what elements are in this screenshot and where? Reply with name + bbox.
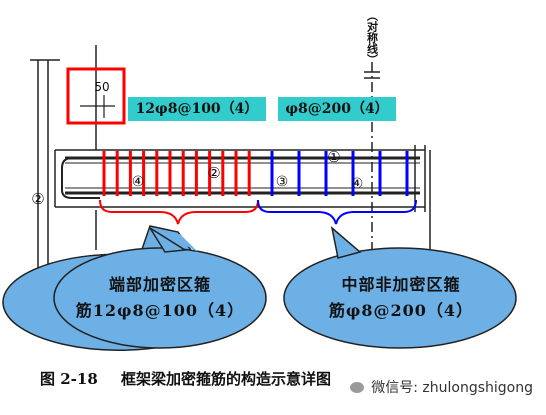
callout-text-mid: 中部非加密区箍 筋φ8@200（4） [296,272,506,324]
tag-dense-spacing: 12φ8@100（4） [128,97,266,121]
watermark-text: 微信号: zhulongshigong [371,380,533,396]
callout-end-line1: 端部加密区箍 [108,275,211,294]
callout-ellipse-end [53,247,267,349]
callout-ellipse-mid [283,247,517,349]
marker-2-mid: ② [207,164,220,182]
callout-pointer-end [149,227,188,253]
callout-pointer-mid [330,226,362,259]
dense-stirrups [102,151,251,196]
marker-4-left: ④ [132,174,145,190]
sparse-stirrups [270,151,409,196]
dimension-mark [80,95,115,118]
marker-1: ① [327,148,340,166]
callout-end-line2: 筋12φ8@100（4） [75,301,245,320]
figure-title: 框架梁加密箍筋的构造示意详图 [121,370,332,388]
beam-body [54,145,426,212]
brace-sparse [257,199,417,225]
symmetry-line-label: （对称线） [366,10,380,65]
tag-sparse-spacing: φ8@200（4） [278,97,396,121]
wechat-icon [349,382,364,393]
marker-4-right: ④ [351,176,364,192]
brace-dense [99,199,259,225]
marker-3: ③ [276,174,289,190]
callout-mid-line2: 筋φ8@200（4） [328,301,474,320]
symmetry-line [364,62,380,250]
callout-text-end: 端部加密区箍 筋12φ8@100（4） [64,272,256,324]
highlight-box-50 [66,67,126,125]
figure-caption: 图 2-18 框架梁加密箍筋的构造示意详图 [40,368,540,389]
watermark: 微信号: zhulongshigong [346,376,536,398]
callout-mid-line1: 中部非加密区箍 [341,275,461,294]
marker-2-left: ② [31,190,44,208]
dimension-label-50: 50 [94,80,109,94]
figure-number: 图 2-18 [40,370,98,388]
